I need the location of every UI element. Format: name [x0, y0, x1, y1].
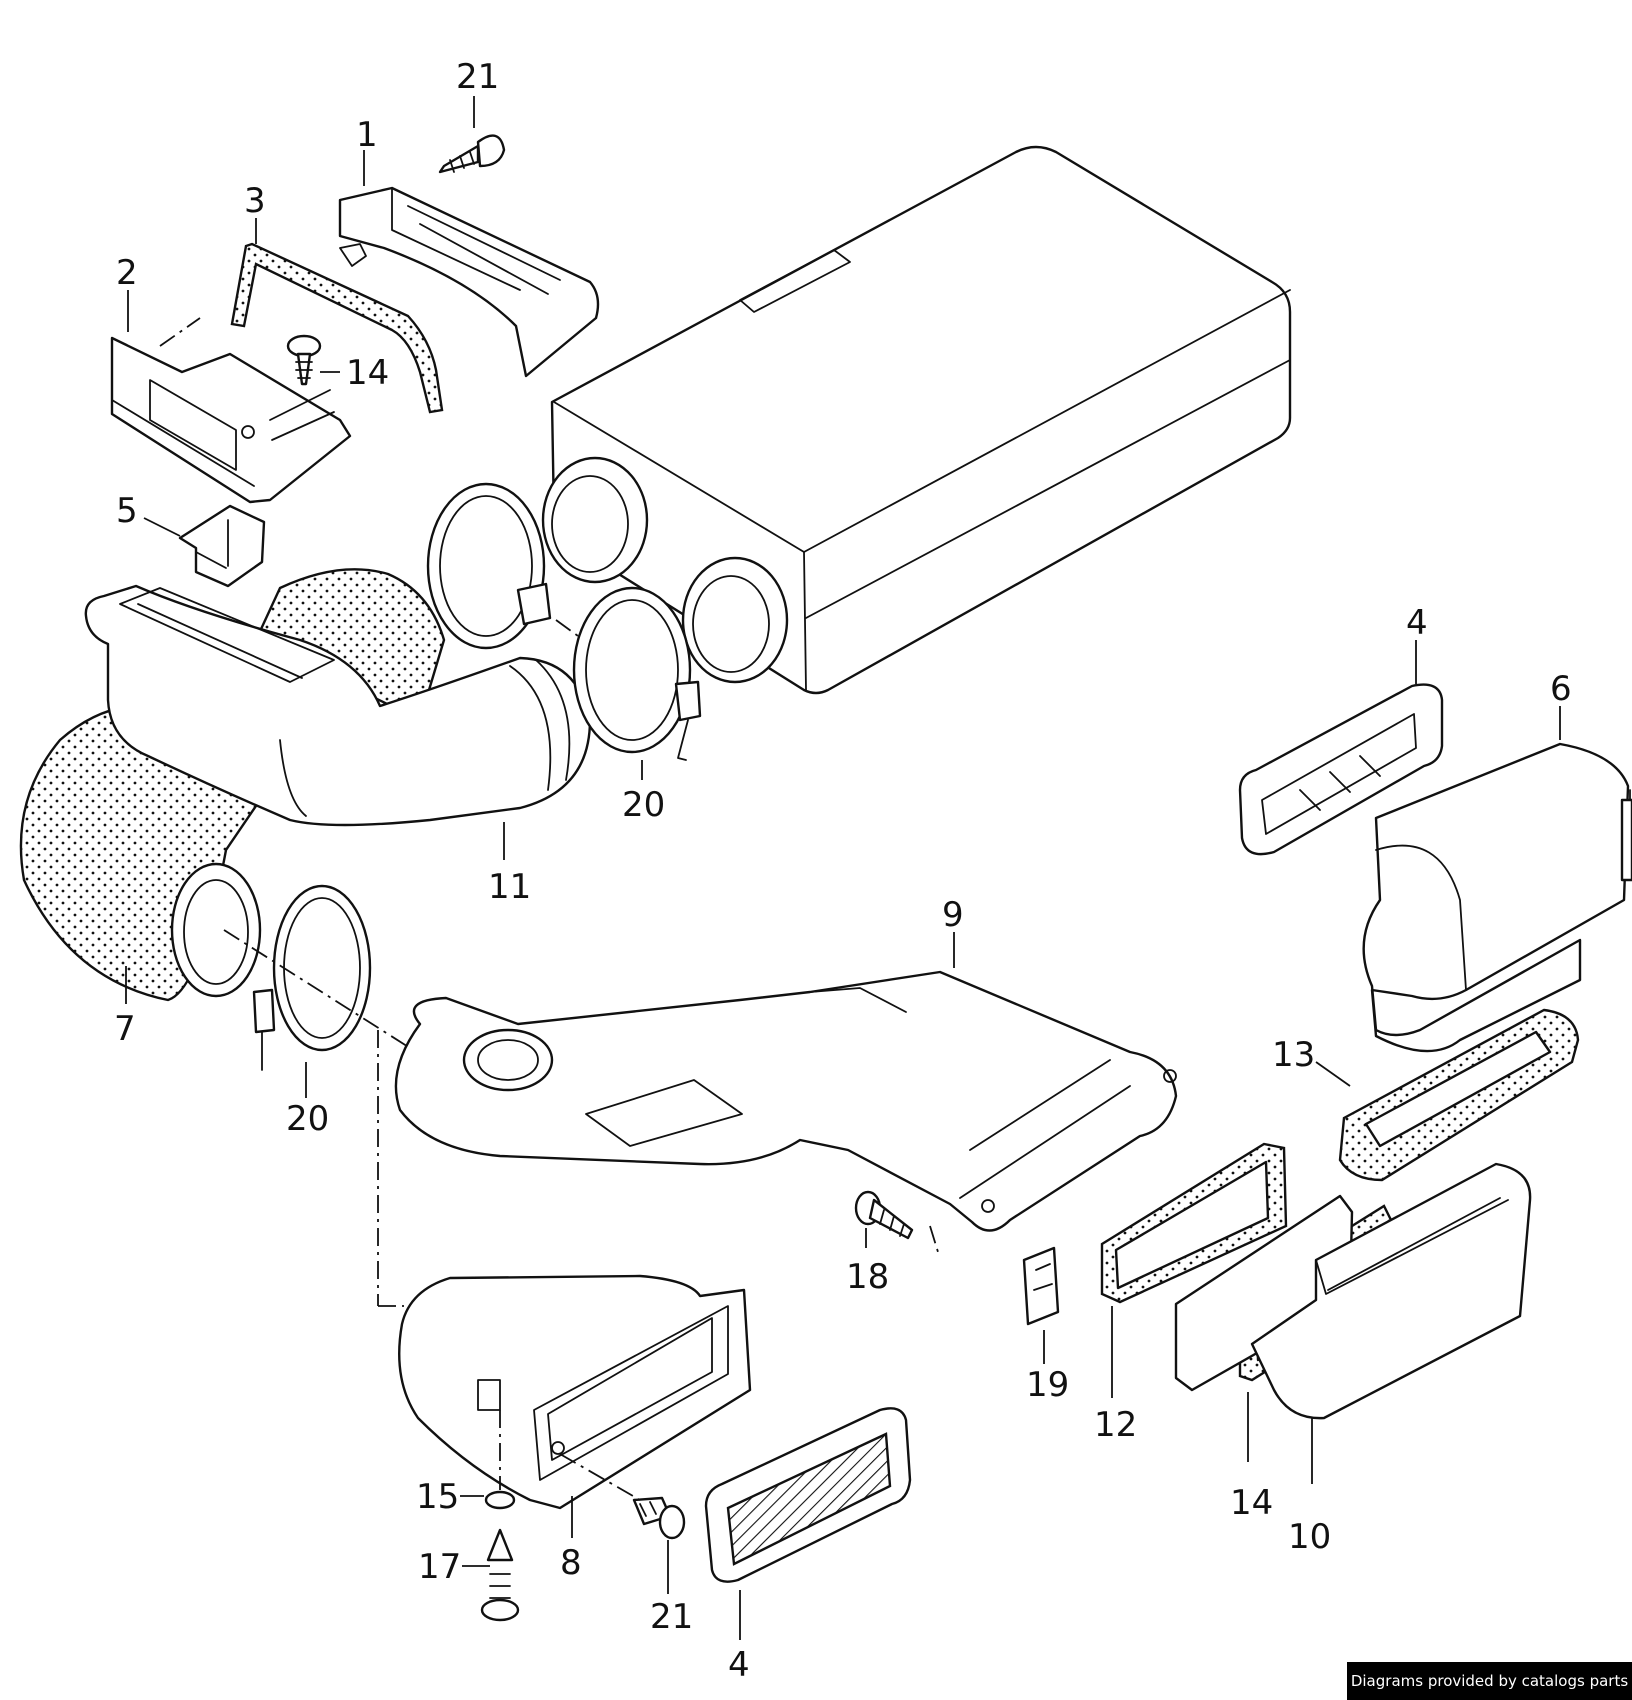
clamp-20-upper-a	[426, 482, 552, 650]
callout-15: 15	[416, 1477, 459, 1517]
part-2-bracket	[110, 336, 352, 504]
clamp-20-lower	[252, 884, 372, 1071]
screw-21-bottom	[632, 1496, 686, 1540]
callout-7: 7	[114, 1009, 136, 1049]
callout-9: 9	[942, 895, 964, 935]
part-3-seal	[230, 242, 444, 414]
part-10-outlet-duct	[1250, 1162, 1532, 1420]
callout-13: 13	[1272, 1035, 1315, 1075]
part-5-clip	[178, 504, 266, 588]
callouts: 21 1 3 2 14 5 11 20 4 6 7 20 9 13 18 19 …	[114, 57, 1572, 1685]
washer-15	[484, 1490, 516, 1510]
callout-14-bottom: 14	[1230, 1483, 1273, 1523]
callout-4-bottom: 4	[728, 1645, 750, 1685]
clamp-20-upper-b	[572, 586, 702, 761]
callout-20-lower: 20	[286, 1099, 329, 1139]
watermark-credit: Diagrams provided by catalogs parts	[1347, 1662, 1632, 1700]
callout-21-top: 21	[456, 57, 499, 97]
clip-19	[1022, 1246, 1060, 1326]
callout-2: 2	[116, 253, 138, 293]
screw-14-top	[286, 334, 322, 386]
callout-21-bottom: 21	[650, 1597, 693, 1637]
callout-5: 5	[116, 491, 138, 531]
part-4-grille-top	[1238, 683, 1444, 856]
leader-lines	[125, 96, 1561, 1640]
callout-12: 12	[1094, 1405, 1137, 1445]
callout-3: 3	[244, 181, 266, 221]
part-11-upper-duct	[84, 584, 592, 827]
callout-20-upper: 20	[622, 785, 665, 825]
callout-4-top: 4	[1406, 603, 1428, 643]
heater-housing	[541, 145, 1292, 695]
part-12-gasket	[1100, 1142, 1288, 1304]
callout-19: 19	[1026, 1365, 1069, 1405]
part-8-lower-duct	[398, 1274, 752, 1510]
part-4-grille-bottom	[704, 1407, 912, 1583]
screw-18	[854, 1190, 914, 1240]
callout-17: 17	[418, 1547, 461, 1587]
callout-14-top: 14	[346, 353, 389, 393]
callout-6: 6	[1550, 669, 1572, 709]
callout-8: 8	[560, 1543, 582, 1583]
callout-11: 11	[488, 867, 531, 907]
screw-21-top	[438, 134, 506, 174]
part-6-hood	[1362, 742, 1632, 1053]
callout-10: 10	[1288, 1517, 1331, 1557]
part-9-center-duct	[394, 970, 1178, 1232]
screw-17	[480, 1528, 520, 1622]
callout-1: 1	[356, 115, 378, 155]
part-1-outlet-cover	[338, 186, 600, 378]
callout-18: 18	[846, 1257, 889, 1297]
part-13-gasket	[1338, 1008, 1580, 1182]
